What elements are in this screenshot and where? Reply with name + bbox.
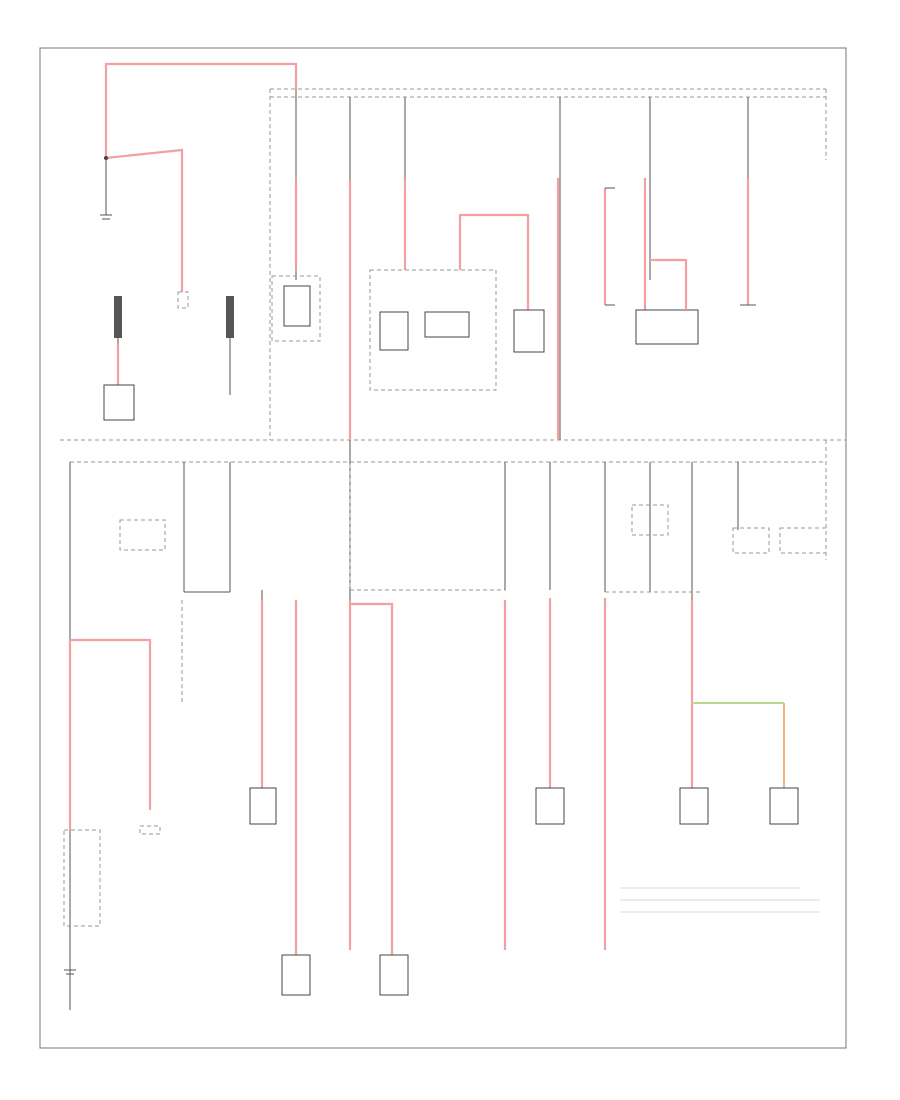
generator-box <box>103 384 135 421</box>
diagram-border <box>39 47 847 1049</box>
legend-block <box>620 887 820 913</box>
lower-bus <box>69 461 826 600</box>
relay-left <box>119 519 166 551</box>
generator-component <box>103 296 135 421</box>
relay-right-1 <box>732 527 770 554</box>
battery-feed <box>100 62 298 292</box>
relay-center <box>631 504 669 536</box>
fusible-link <box>177 291 234 395</box>
top-bus-fuses <box>294 90 750 440</box>
component-box-2 <box>635 309 699 345</box>
lower-left-circuit <box>63 600 183 1010</box>
junction-block <box>369 269 497 391</box>
component-box-1 <box>271 275 321 342</box>
relay-right-2 <box>779 527 827 554</box>
lower-center-feeds <box>249 590 607 996</box>
generator-coil <box>114 296 122 338</box>
lower-right-circuit <box>679 600 799 825</box>
